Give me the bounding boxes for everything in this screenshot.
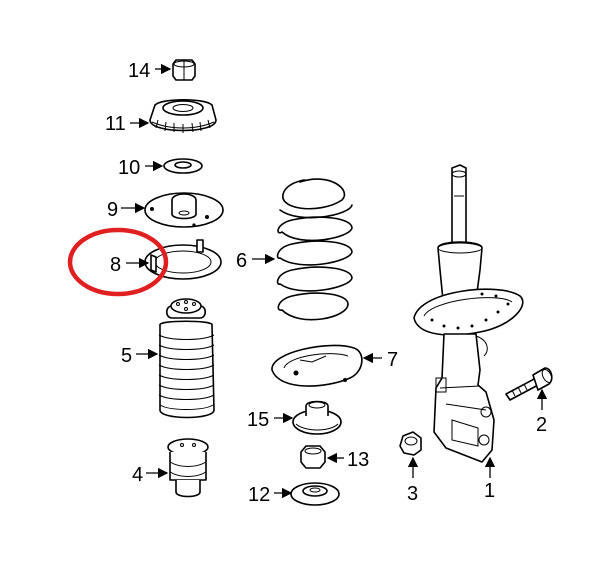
label-15: 15 (247, 409, 269, 431)
part-7-lower-spring-seat (271, 344, 363, 387)
part-14-nut (172, 59, 196, 81)
part-10-washer (163, 158, 203, 174)
part-8-spring-insulator (144, 239, 222, 280)
part-2-bolt (505, 367, 553, 401)
part-4-bump-stop (167, 438, 209, 498)
leader-lines (121, 63, 548, 499)
label-1: 1 (484, 480, 495, 502)
part-13-nut (300, 445, 326, 469)
label-6: 6 (236, 250, 247, 272)
label-8: 8 (110, 254, 121, 276)
part-5-dust-boot (158, 298, 215, 419)
part-6-coil-spring (276, 178, 353, 321)
callout-labels: 14 11 10 9 8 5 4 6 7 15 13 12 3 1 2 (105, 60, 547, 506)
label-5: 5 (121, 345, 132, 367)
label-3: 3 (407, 483, 418, 505)
label-4: 4 (132, 464, 143, 486)
part-15-bearing (292, 400, 342, 435)
label-12: 12 (248, 484, 270, 506)
label-13: 13 (347, 449, 369, 471)
label-7: 7 (387, 349, 398, 371)
part-1-strut-assembly (413, 164, 524, 463)
highlight-circle (67, 227, 169, 297)
part-12-washer (290, 482, 340, 506)
label-2: 2 (536, 414, 547, 436)
part-3-nut (399, 431, 422, 456)
part-9-upper-spring-seat (144, 192, 224, 228)
label-10: 10 (118, 157, 140, 179)
label-9: 9 (107, 199, 118, 221)
label-11: 11 (105, 113, 126, 135)
label-14: 14 (128, 60, 150, 82)
part-11-strut-mount (149, 98, 217, 133)
